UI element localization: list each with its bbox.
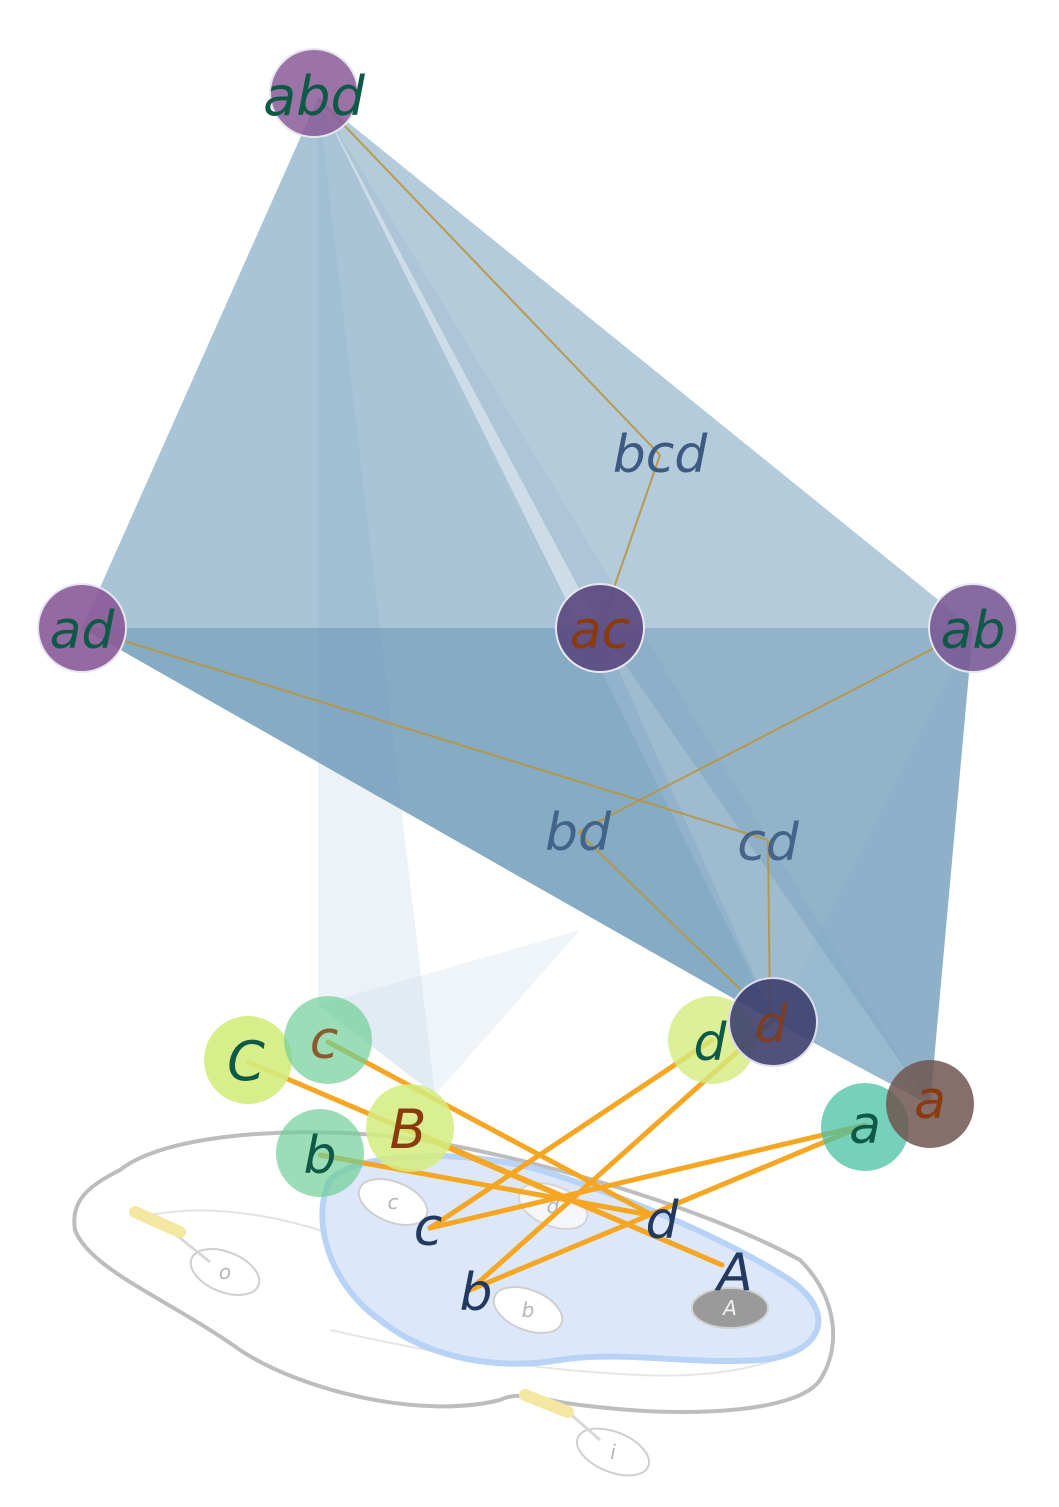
node-a-brown[interactable]: a	[886, 1060, 974, 1148]
node-C-label: C	[227, 1030, 265, 1093]
link-ab-bd	[577, 627, 974, 833]
brain-label-A: A	[721, 1296, 737, 1320]
label-bcd: bcd	[613, 425, 709, 485]
brain-outline-inner-2	[329, 1329, 801, 1377]
node-a-brown-circle[interactable]	[886, 1060, 974, 1148]
brain-ellipse-c	[357, 1178, 429, 1226]
link-abd-bcd	[317, 97, 661, 456]
label-b-low: b	[459, 1263, 492, 1323]
link-ateal-b	[467, 1122, 868, 1293]
node-ad-label: ad	[50, 601, 116, 661]
node-c-top-circle[interactable]	[284, 996, 372, 1084]
brain-label-o: o	[219, 1260, 231, 1284]
node-B[interactable]: B	[366, 1084, 454, 1172]
node-ac-circle[interactable]	[555, 583, 645, 673]
label-d-low: d	[645, 1191, 679, 1251]
node-d-green-label: d	[693, 1013, 727, 1073]
node-b-top-label: b	[303, 1126, 336, 1186]
node-C-circle[interactable]	[204, 1016, 292, 1104]
bone-icon-2	[519, 1389, 574, 1418]
node-d-dark[interactable]: d	[728, 977, 818, 1067]
node-a-brown-label: a	[914, 1071, 946, 1131]
node-abd-label: abd	[263, 65, 365, 128]
upper-nodes: abd ad ac ab	[37, 48, 1018, 673]
brain-ellipse-i	[575, 1427, 651, 1477]
link-ateal-c	[427, 1122, 868, 1231]
label-c-low: c	[414, 1198, 443, 1258]
label-bd: bd	[545, 803, 612, 863]
face-ad-ac-d	[82, 628, 775, 1022]
brain-illustration: c d o b A i	[72, 1130, 836, 1477]
node-C[interactable]: C	[204, 1016, 292, 1104]
node-ab-circle[interactable]	[928, 583, 1018, 673]
node-B-circle[interactable]	[366, 1084, 454, 1172]
node-abd-circle[interactable]	[269, 48, 359, 138]
node-ab[interactable]: ab	[928, 583, 1018, 673]
upper-labels: bcd bd cd	[545, 425, 800, 873]
brain-label-i: i	[610, 1440, 616, 1464]
link-b-d	[317, 1152, 653, 1218]
link-bd-d	[577, 831, 771, 1019]
label-cd: cd	[737, 813, 800, 873]
node-ad[interactable]: ad	[37, 583, 127, 673]
brain-ellipse-b	[492, 1286, 564, 1334]
node-d-dark-circle[interactable]	[728, 977, 818, 1067]
bone-icon-1	[129, 1206, 186, 1238]
node-b-top[interactable]: b	[276, 1109, 364, 1197]
lower-nodes: C c B b d d a a	[204, 977, 974, 1197]
face-ad-ab-d	[82, 628, 973, 1022]
brain-ellipse-A	[691, 1287, 769, 1329]
lower-labels: c b d A	[414, 1191, 753, 1323]
node-ac[interactable]: ac	[555, 583, 645, 673]
brain-label-c: c	[388, 1190, 399, 1214]
node-abd[interactable]: abd	[263, 48, 366, 138]
node-c-top[interactable]: c	[284, 996, 372, 1084]
face-light-2	[318, 930, 580, 1095]
brain-label-b: b	[522, 1298, 535, 1322]
node-ad-circle[interactable]	[37, 583, 127, 673]
label-A-low: A	[714, 1243, 753, 1303]
node-d-dark-label: d	[754, 995, 788, 1055]
face-ab-d-a	[775, 628, 973, 1105]
lower-links	[245, 1017, 868, 1293]
node-B-label: B	[389, 1098, 426, 1161]
node-a-teal-label: a	[849, 1096, 881, 1156]
node-ac-label: ac	[570, 601, 630, 661]
node-ab-label: ab	[941, 601, 1006, 661]
link-dgreen-c	[427, 1037, 715, 1231]
node-c-top-label: c	[310, 1011, 339, 1071]
link-ad-cd	[81, 627, 769, 841]
node-b-top-circle[interactable]	[276, 1109, 364, 1197]
